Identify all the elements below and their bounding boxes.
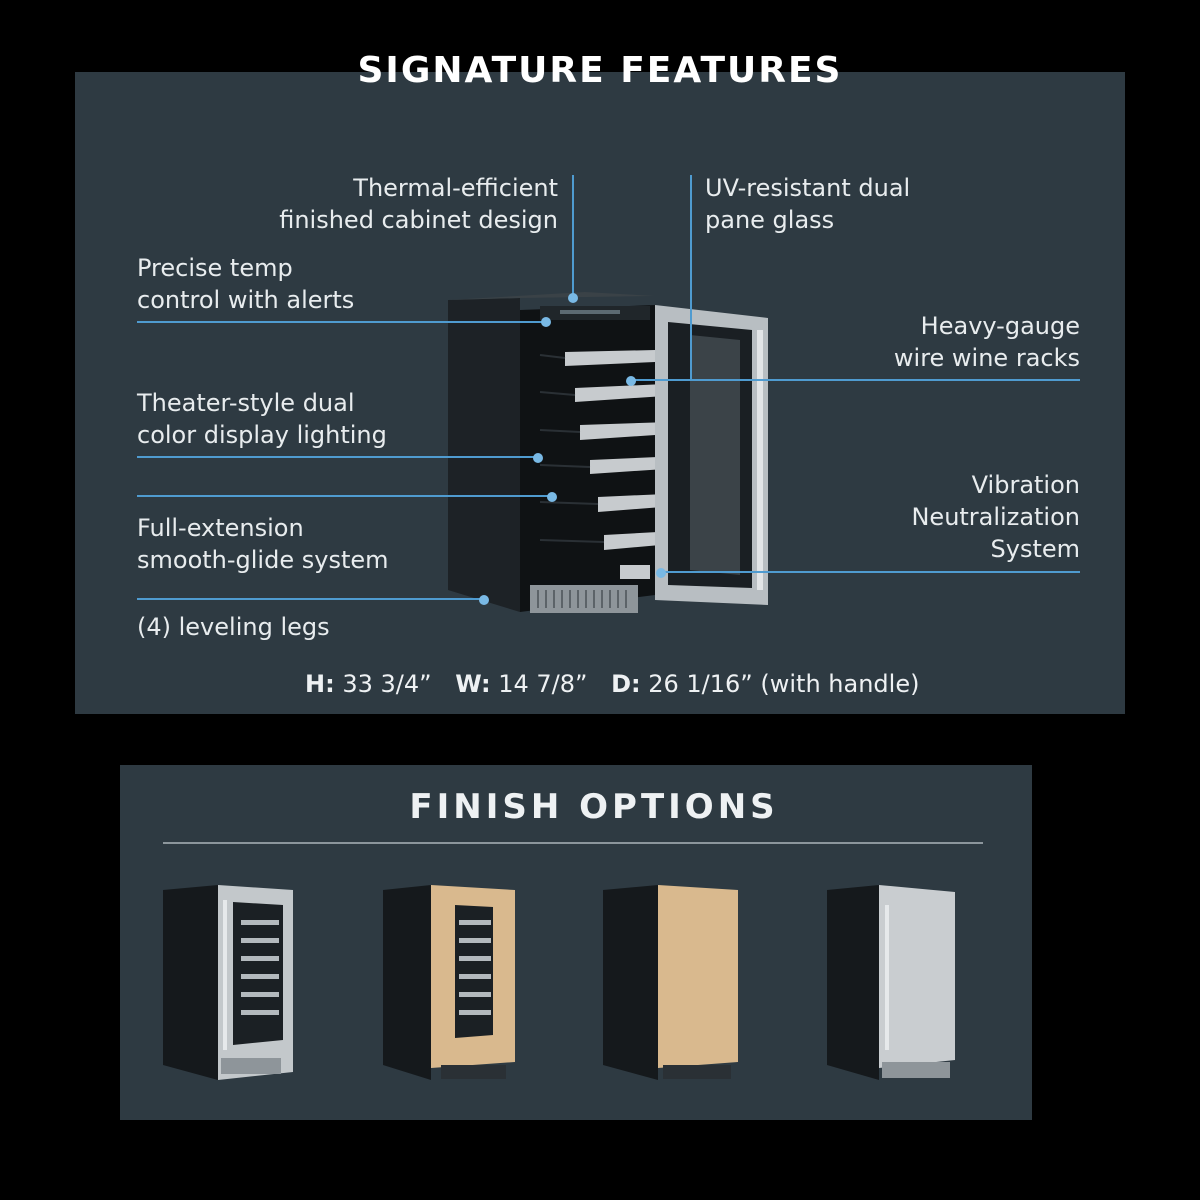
feature-full-extension-label: Full-extension smooth-glide system [137, 514, 389, 574]
depth-value: 26 1/16” [648, 670, 753, 698]
callout-line-uv-glass [690, 175, 692, 380]
depth-label: D: [611, 670, 641, 698]
callout-line-vibration [660, 571, 1080, 573]
callout-dot-precise-temp [541, 317, 551, 327]
finish-panel-ready-glass-door [383, 885, 515, 1080]
finish-options-divider [163, 842, 983, 844]
height-value: 33 3/4” [342, 670, 432, 698]
callout-dot-full-extension [547, 492, 557, 502]
dimensions-line: H: 33 3/4” W: 14 7/8” D: 26 1/16” (with … [305, 670, 919, 698]
feature-leveling-legs-label: (4) leveling legs [137, 613, 330, 641]
callout-dot-vibration [656, 568, 666, 578]
callout-dot-wire-racks [626, 376, 636, 386]
height-label: H: [305, 670, 335, 698]
callout-line-precise-temp [137, 321, 547, 323]
finish-stainless-solid-door [827, 885, 955, 1080]
finish-options-title: FINISH OPTIONS [409, 787, 779, 827]
signature-features-title: SIGNATURE FEATURES [357, 50, 843, 91]
wine-refrigerator-illustration [448, 292, 768, 613]
callout-dot-thermal [568, 293, 578, 303]
width-value: 14 7/8” [498, 670, 588, 698]
callout-dot-theater-lighting [533, 453, 543, 463]
depth-note: (with handle) [760, 670, 920, 698]
callout-line-leveling-legs [137, 598, 482, 600]
finish-stainless-glass-door [163, 885, 293, 1080]
feature-theater-lighting-label: Theater-style dual color display lightin… [137, 389, 387, 449]
finish-panel-ready-solid-door [603, 885, 738, 1080]
feature-precise-temp-label: Precise temp control with alerts [137, 254, 355, 314]
callout-line-thermal [572, 175, 574, 297]
feature-thermal-label: Thermal-efficient finished cabinet desig… [279, 174, 558, 234]
callout-line-wire-racks [630, 379, 1080, 381]
feature-vibration-label: Vibration Neutralization System [911, 471, 1080, 563]
callout-line-full-extension [137, 495, 551, 497]
feature-wire-racks-label: Heavy-gauge wire wine racks [893, 312, 1080, 372]
callout-dot-leveling-legs [479, 595, 489, 605]
feature-uv-glass-label: UV-resistant dual pane glass [705, 174, 911, 234]
callout-line-theater-lighting [137, 456, 537, 458]
width-label: W: [455, 670, 491, 698]
